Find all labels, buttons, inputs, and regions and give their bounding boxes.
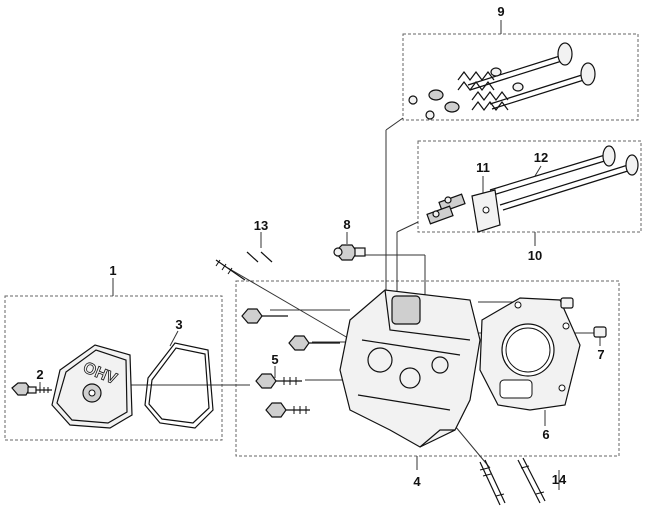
part-cover-gasket [144, 342, 214, 429]
valve-spring-2 [471, 91, 509, 111]
valve-spring-1 [457, 71, 495, 91]
part-cylinder-head [339, 289, 481, 448]
callout-6: 6 [542, 427, 549, 442]
callout-13: 13 [254, 218, 268, 233]
callout-5: 5 [271, 352, 278, 367]
group-box-valves [402, 33, 639, 121]
callout-14: 14 [552, 472, 567, 487]
group-box-cylinder-head [235, 280, 620, 457]
callout-labels: 1 2 3 4 5 6 7 8 9 10 11 12 13 14 [36, 4, 604, 489]
callout-2: 2 [36, 367, 43, 382]
part-head-bolts [241, 308, 340, 418]
callout-8: 8 [343, 217, 350, 232]
group-box-head-cover [4, 295, 223, 441]
callout-4: 4 [413, 474, 421, 489]
part-studs-lower [479, 457, 546, 506]
callout-10: 10 [528, 248, 542, 263]
part-rocker-assembly [426, 189, 501, 233]
part-cover-bolt [11, 382, 52, 396]
callout-7: 7 [597, 347, 604, 362]
part-dowel-pins [560, 297, 607, 338]
callout-3: 3 [175, 317, 182, 332]
part-push-rods [489, 145, 639, 211]
callout-12: 12 [534, 150, 548, 165]
part-valves-springs [408, 42, 596, 120]
part-spark-plug [333, 244, 366, 261]
part-head-cover: OHV [51, 344, 133, 429]
callout-1: 1 [109, 263, 116, 278]
group-box-rocker [417, 140, 642, 233]
part-head-gasket [479, 297, 581, 411]
part-studs-upper [215, 251, 273, 281]
callout-9: 9 [497, 4, 504, 19]
callout-11: 11 [476, 160, 490, 175]
